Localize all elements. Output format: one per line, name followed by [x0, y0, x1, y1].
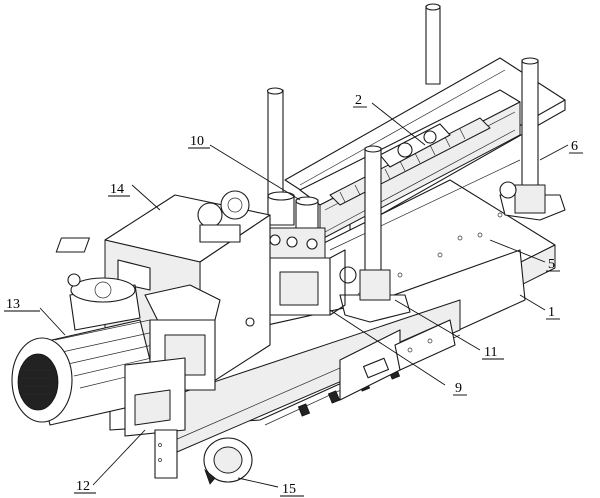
operator-cab — [124, 284, 221, 479]
callout-1: 1 — [548, 305, 555, 320]
hydraulic-unit — [264, 191, 326, 259]
callout-9: 9 — [455, 381, 462, 396]
callout-11: 11 — [484, 345, 497, 360]
callout-labels: 1 2 5 6 9 10 11 12 13 14 15 — [4, 93, 583, 497]
callout-2: 2 — [355, 93, 362, 108]
leader-lines — [39, 102, 569, 488]
callout-10: 10 — [190, 134, 204, 149]
callout-6: 6 — [571, 139, 578, 154]
callout-14: 14 — [110, 182, 124, 197]
callout-13: 13 — [6, 297, 20, 312]
callout-12: 12 — [76, 479, 90, 494]
vertical-posts — [266, 3, 539, 279]
post-sockets — [339, 181, 566, 323]
callout-15: 15 — [282, 482, 296, 497]
track-wheel — [203, 437, 253, 485]
callout-5: 5 — [548, 257, 555, 272]
